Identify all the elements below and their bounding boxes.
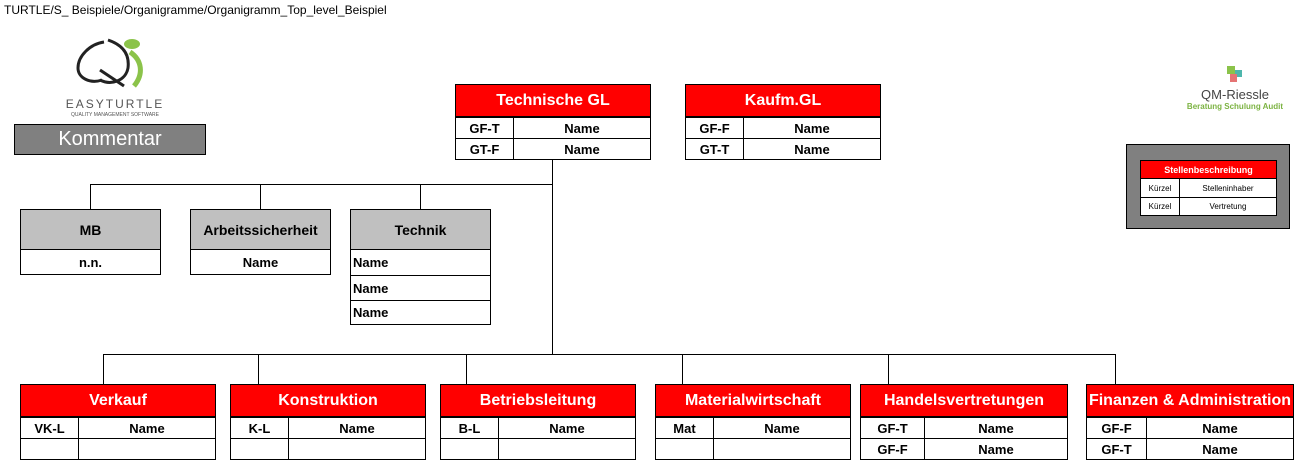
org-box-finanzen-administration[interactable]: Finanzen & Administration GF-F Name GF-T N… <box>1086 384 1294 460</box>
role-abbr: GF-F <box>686 118 744 138</box>
org-box-kaufm-gl[interactable]: Kaufm.GL GF-F Name GT-T Name <box>685 84 881 160</box>
connector-line <box>420 184 421 209</box>
role-name: Name <box>764 420 800 436</box>
role-abbr: B-L <box>441 418 499 438</box>
connector-line <box>90 184 91 209</box>
legend-key: Kürzel <box>1141 179 1180 197</box>
org-box-title: Technik <box>351 210 490 250</box>
qm-logo-icon <box>1227 66 1242 82</box>
role-name: Name <box>978 441 1014 457</box>
connector-line <box>90 184 553 185</box>
role-name: Name <box>794 120 830 136</box>
role-abbr: GF-T <box>861 418 925 438</box>
org-box-konstruktion[interactable]: Konstruktion K-L Name <box>230 384 426 460</box>
role-name: Name <box>242 254 279 270</box>
role-name <box>289 439 425 459</box>
legend-value: Vertretung <box>1209 202 1247 211</box>
role-name: Name <box>1202 420 1238 436</box>
role-name <box>79 439 215 459</box>
legend-key: Kürzel <box>1141 198 1180 215</box>
role-name: Name <box>351 275 490 300</box>
logo-name: EASYTURTLE <box>65 97 165 111</box>
qm-logo-name: QM-Riessle <box>1201 87 1269 102</box>
connector-line <box>103 354 104 384</box>
connector-line <box>1115 354 1116 384</box>
logo-tagline: QUALITY MANAGEMENT SOFTWARE <box>71 112 159 118</box>
role-name: n.n. <box>78 254 103 270</box>
role-abbr: GF-F <box>1087 418 1147 438</box>
role-abbr: Mat <box>656 418 714 438</box>
org-box-title: Konstruktion <box>231 385 425 417</box>
legend: Stellenbeschreibung Kürzel Stelleninhaber… <box>1126 144 1290 229</box>
org-box-verkauf[interactable]: Verkauf VK-L Name <box>20 384 216 460</box>
org-box-title: Technische GL <box>456 85 650 117</box>
role-name: Name <box>564 120 600 136</box>
role-name: Name <box>794 141 830 157</box>
role-name: Name <box>549 420 585 436</box>
role-abbr: GT-T <box>686 139 744 159</box>
legend-title: Stellenbeschreibung <box>1141 161 1276 179</box>
org-box-title: Finanzen & Administration <box>1087 385 1293 417</box>
role-abbr: GF-T <box>1087 439 1147 459</box>
connector-line <box>260 184 261 209</box>
role-abbr: GF-T <box>456 118 514 138</box>
role-abbr: K-L <box>231 418 289 438</box>
org-box-title: Arbeitssicherheit <box>191 210 330 250</box>
role-abbr: GT-F <box>456 139 514 159</box>
role-abbr <box>656 439 714 459</box>
org-box-mb[interactable]: MB n.n. <box>20 209 161 275</box>
turtle-icon <box>76 38 143 88</box>
org-box-betriebsleitung[interactable]: Betriebsleitung B-L Name <box>440 384 636 460</box>
connector-line <box>258 354 259 384</box>
org-box-title: Materialwirtschaft <box>656 385 850 417</box>
org-box-arbeitssicherheit[interactable]: Arbeitssicherheit Name <box>190 209 331 275</box>
role-name: Name <box>564 141 600 157</box>
comment-button[interactable]: Kommentar <box>14 124 206 155</box>
role-abbr <box>441 439 499 459</box>
org-box-title: Handelsvertretungen <box>861 385 1067 417</box>
role-name <box>499 439 635 459</box>
org-box-handelsvertretungen[interactable]: Handelsvertretungen GF-T Name GF-F Name <box>860 384 1068 460</box>
role-abbr <box>21 439 79 459</box>
role-name: Name <box>978 420 1014 436</box>
org-box-title: Betriebsleitung <box>441 385 635 417</box>
role-abbr: GF-F <box>861 439 925 459</box>
org-box-title: Kaufm.GL <box>686 85 880 117</box>
connector-line <box>682 354 683 384</box>
qm-logo-tagline: Beratung Schulung Audit <box>1186 102 1284 111</box>
role-abbr <box>231 439 289 459</box>
legend-value: Stelleninhaber <box>1202 183 1254 193</box>
qm-riessle-logo: QM-Riessle Beratung Schulung Audit <box>1180 64 1290 114</box>
role-name: Name <box>339 420 375 436</box>
org-box-title: MB <box>21 210 160 250</box>
connector-line <box>466 354 467 384</box>
org-box-technische-gl[interactable]: Technische GL GF-T Name GT-F Name <box>455 84 651 160</box>
easyturtle-logo: EASYTURTLE QUALITY MANAGEMENT SOFTWARE <box>60 30 170 120</box>
connector-line <box>888 354 889 384</box>
role-name: Name <box>1202 441 1238 457</box>
role-name: Name <box>353 255 389 270</box>
connector-line <box>103 354 1116 355</box>
role-name <box>714 439 850 459</box>
org-box-materialwirtschaft[interactable]: Materialwirtschaft Mat Name <box>655 384 851 460</box>
connector-line <box>552 159 553 354</box>
breadcrumb: TURTLE/S_ Beispiele/Organigramme/Organig… <box>4 3 387 17</box>
role-name: Name <box>129 420 165 436</box>
role-name: Name <box>351 300 490 324</box>
org-box-technik[interactable]: Technik Name Name Name <box>350 209 491 325</box>
role-abbr: VK-L <box>21 418 79 438</box>
org-box-title: Verkauf <box>21 385 215 417</box>
